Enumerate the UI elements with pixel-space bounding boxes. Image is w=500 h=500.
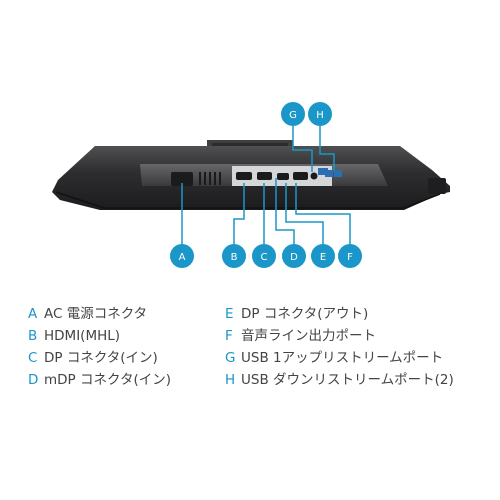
- marker-h-label: H: [316, 110, 324, 121]
- legend-letter: F: [225, 328, 233, 344]
- legend-column-right: E DP コネクタ(アウト) F 音声ライン出力ポート G USB 1アップリストリー…: [225, 303, 454, 391]
- legend-text: USB 1アップリストリームポート: [241, 350, 444, 366]
- hdmi-port: [236, 172, 252, 180]
- marker-e-label: E: [320, 252, 326, 263]
- legend-text: mDP コネクタ(イン): [44, 372, 171, 388]
- marker-c: C: [252, 244, 276, 268]
- marker-a-label: A: [179, 252, 186, 263]
- legend-item-h: H USB ダウンリストリームポート(2): [225, 369, 454, 391]
- marker-e: E: [311, 244, 335, 268]
- marker-f-label: F: [347, 252, 353, 263]
- usb-down-port-2: [334, 170, 342, 177]
- audio-out-port: [310, 172, 318, 180]
- usb-down-port-1: [325, 170, 333, 177]
- marker-g: G: [281, 102, 305, 126]
- rear-port-panel: [171, 166, 342, 186]
- marker-f: F: [338, 244, 362, 268]
- legend-text: 音声ライン出力ポート: [241, 328, 376, 344]
- legend-item-e: E DP コネクタ(アウト): [225, 303, 454, 325]
- marker-b: B: [222, 244, 246, 268]
- legend-item-a: A AC 電源コネクタ: [28, 303, 171, 325]
- marker-d: D: [282, 244, 306, 268]
- legend-letter: D: [28, 372, 39, 388]
- legend-letter: E: [225, 306, 234, 322]
- legend-letter: C: [28, 350, 38, 366]
- dp-in-port: [257, 172, 272, 180]
- marker-d-label: D: [290, 252, 298, 263]
- legend-item-g: G USB 1アップリストリームポート: [225, 347, 454, 369]
- legend-item-c: C DP コネクタ(イン): [28, 347, 171, 369]
- marker-a: A: [170, 244, 194, 268]
- marker-h: H: [308, 102, 332, 126]
- legend-item-b: B HDMI(MHL): [28, 325, 171, 347]
- mdp-in-port: [277, 173, 289, 180]
- vent-grille: [199, 172, 221, 185]
- ac-power-port: [171, 172, 193, 186]
- legend-letter: G: [225, 350, 236, 366]
- legend-text: DP コネクタ(アウト): [241, 306, 369, 322]
- legend-letter: H: [225, 372, 236, 388]
- legend-text: HDMI(MHL): [44, 328, 121, 344]
- legend-item-f: F 音声ライン出力ポート: [225, 325, 454, 347]
- legend-letter: A: [28, 306, 38, 322]
- marker-g-label: G: [289, 110, 297, 121]
- usb-up-port: [318, 168, 328, 175]
- marker-c-label: C: [261, 252, 268, 263]
- monitor-rear-diagram: A B C D E F G H: [52, 102, 450, 268]
- marker-b-label: B: [231, 252, 238, 263]
- legend-text: USB ダウンリストリームポート(2): [241, 372, 454, 388]
- leader-lines: [181, 126, 351, 245]
- legend-letter: B: [28, 328, 38, 344]
- legend-text: AC 電源コネクタ: [44, 306, 148, 322]
- legend-text: DP コネクタ(イン): [44, 350, 158, 366]
- dp-out-port: [293, 172, 308, 180]
